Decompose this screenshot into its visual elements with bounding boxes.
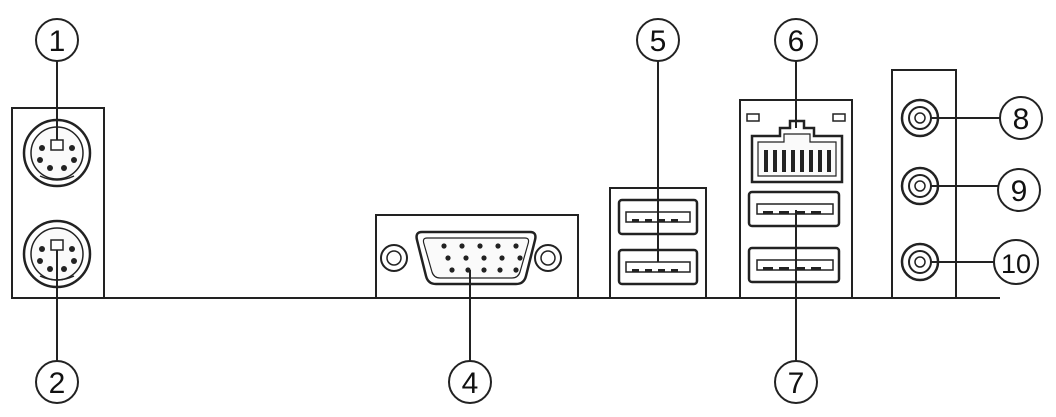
- lan-led-left: [746, 113, 760, 122]
- vga-port: [375, 214, 579, 299]
- usb-contact: [811, 267, 821, 270]
- callout-label: 5: [650, 25, 667, 58]
- vga-pin: [481, 255, 487, 261]
- usb-contact: [632, 219, 639, 222]
- ps2-mouse-port: [22, 118, 92, 188]
- vga-pin: [481, 267, 487, 273]
- callout-10: 10: [993, 239, 1039, 285]
- ps2-stack: [11, 107, 105, 299]
- usb-contact: [795, 267, 805, 270]
- vga-pin: [463, 255, 469, 261]
- callout-label: 6: [788, 25, 805, 58]
- vga-pin: [513, 243, 519, 249]
- usb-contact: [779, 211, 789, 214]
- usb-contact: [811, 211, 821, 214]
- usb-contact: [779, 267, 789, 270]
- callout-label: 2: [49, 367, 66, 400]
- callout-label: 10: [1001, 249, 1031, 279]
- vga-pin: [445, 255, 451, 261]
- vga-pin: [495, 243, 501, 249]
- usb-port-lan-top: [747, 190, 841, 228]
- callout-5: 5: [636, 18, 680, 62]
- usb-port-lan-bottom: [747, 246, 841, 284]
- audio-line-out-jack: [900, 166, 940, 206]
- usb-contact: [632, 269, 639, 272]
- usb-contact: [645, 269, 652, 272]
- audio-stack: [891, 69, 957, 299]
- callouts: 1 2 4 5 6 7 8 9: [35, 18, 1043, 404]
- callout-7: 7: [774, 360, 818, 404]
- usb-contact: [795, 211, 805, 214]
- callout-label: 8: [1013, 103, 1030, 136]
- leader-lines: [56, 61, 1000, 361]
- callout-label: 7: [788, 367, 805, 400]
- lan-usb-stack: [739, 99, 853, 299]
- lan-led-right: [832, 113, 846, 122]
- usb-contact: [658, 219, 665, 222]
- usb-contact: [671, 269, 678, 272]
- usb-contact: [658, 269, 665, 272]
- vga-pin: [499, 255, 505, 261]
- vga-pin: [517, 255, 523, 261]
- callout-9: 9: [997, 168, 1041, 212]
- callout-8: 8: [999, 96, 1043, 140]
- rj45-contact: [773, 150, 777, 172]
- rj45-lan-port: [750, 119, 844, 184]
- rj45-contact: [791, 150, 795, 172]
- rj45-contact: [827, 150, 831, 172]
- rj45-contact: [782, 150, 786, 172]
- vga-pin: [513, 267, 519, 273]
- rj45-contact: [800, 150, 804, 172]
- usb-contact: [763, 211, 773, 214]
- rj45-contact: [818, 150, 822, 172]
- vga-pins: [441, 243, 523, 273]
- callout-4: 4: [448, 360, 492, 404]
- callout-label: 1: [49, 25, 66, 58]
- vga-pin: [441, 243, 447, 249]
- vga-pin: [477, 243, 483, 249]
- rj45-contact: [809, 150, 813, 172]
- callout-1: 1: [35, 18, 79, 62]
- callout-2: 2: [35, 360, 79, 404]
- rj45-contact: [764, 150, 768, 172]
- usb-port-bottom: [617, 248, 699, 286]
- callout-label: 4: [462, 367, 479, 400]
- vga-pin: [449, 267, 455, 273]
- vga-pin: [497, 267, 503, 273]
- vga-pin: [459, 243, 465, 249]
- callout-label: 9: [1011, 175, 1028, 208]
- usb-contact: [671, 219, 678, 222]
- usb-contact: [645, 219, 652, 222]
- callout-6: 6: [774, 18, 818, 62]
- usb-contact: [763, 267, 773, 270]
